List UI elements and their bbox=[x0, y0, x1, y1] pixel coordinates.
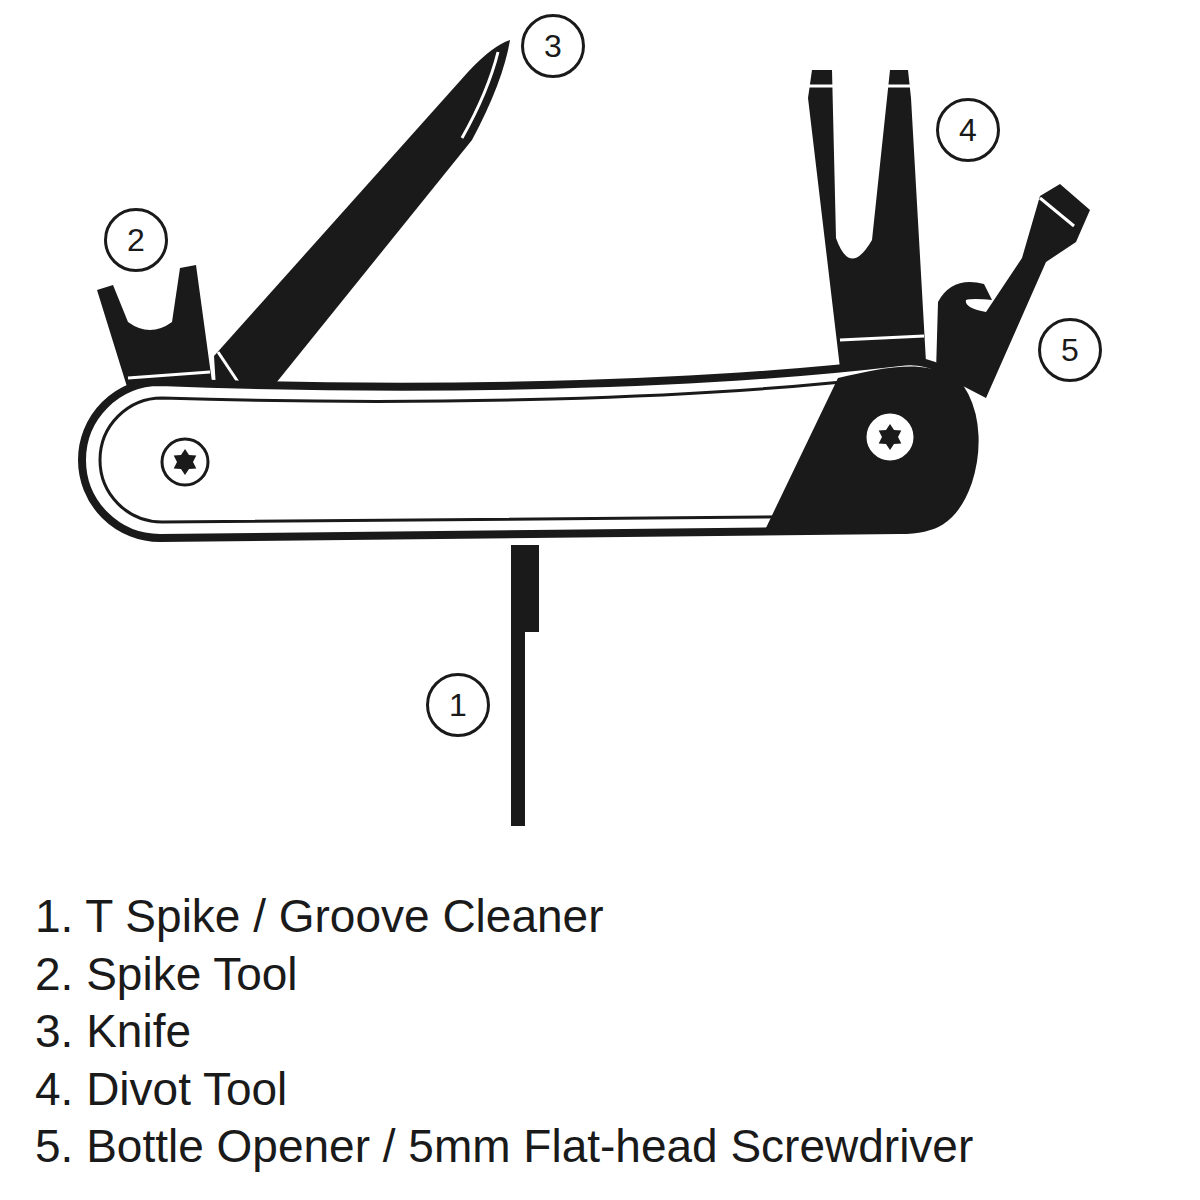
part-label: 2. Spike Tool bbox=[35, 946, 973, 1004]
screw bbox=[162, 439, 208, 485]
callout-circle: 3 bbox=[521, 14, 585, 78]
divot-tool-marks bbox=[808, 86, 924, 340]
knife-edge bbox=[462, 52, 498, 138]
knife-heel bbox=[218, 352, 240, 385]
screw-star bbox=[174, 449, 197, 475]
callout-number: 5 bbox=[1061, 334, 1079, 366]
screw-star bbox=[879, 424, 902, 450]
part-label: 4. Divot Tool bbox=[35, 1061, 973, 1119]
part-label: 1. T Spike / Groove Cleaner bbox=[35, 888, 973, 946]
callout-number: 4 bbox=[959, 114, 977, 146]
t-spike bbox=[511, 545, 539, 826]
knife-blade bbox=[214, 40, 510, 388]
spike-tool bbox=[97, 265, 212, 390]
bottle-opener bbox=[936, 184, 1090, 398]
screw-heads bbox=[174, 424, 902, 475]
parts-list: 1. T Spike / Groove Cleaner2. Spike Tool… bbox=[35, 888, 973, 1176]
callout-circle: 4 bbox=[936, 98, 1000, 162]
callout-number: 3 bbox=[544, 30, 562, 62]
callout-number: 2 bbox=[127, 224, 145, 256]
callout-circle: 5 bbox=[1038, 318, 1102, 382]
callout-circle: 2 bbox=[104, 208, 168, 272]
screwdriver-tip-line bbox=[1040, 198, 1074, 226]
part-label: 3. Knife bbox=[35, 1003, 973, 1061]
spike-tool-band bbox=[128, 372, 210, 378]
handle-end-cap bbox=[764, 366, 972, 532]
screw bbox=[865, 412, 915, 462]
part-label: 5. Bottle Opener / 5mm Flat-head Screwdr… bbox=[35, 1118, 973, 1176]
divot-tool bbox=[808, 70, 926, 368]
callout-circle: 1 bbox=[426, 673, 490, 737]
handle-outline bbox=[82, 361, 975, 538]
callout-number: 1 bbox=[449, 689, 467, 721]
